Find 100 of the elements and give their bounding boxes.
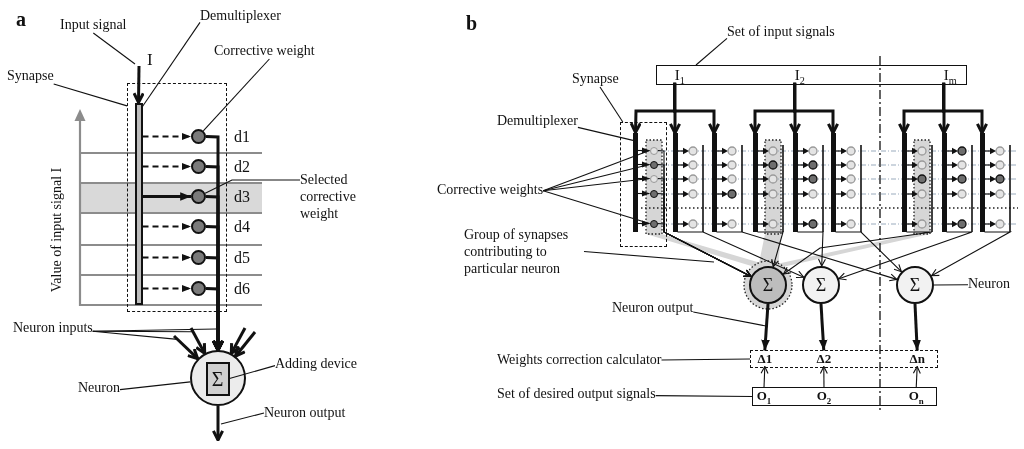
arrow: [818, 303, 828, 351]
demultiplexer-bar: [633, 132, 638, 232]
signal-label: O$_{2}$: [816, 387, 832, 404]
weight-circle: [191, 129, 206, 144]
synapse-frame: [620, 122, 667, 247]
signal-label: I$_{1}$: [674, 66, 685, 83]
weight-circle: [649, 146, 658, 155]
leader-line: [695, 37, 728, 66]
callout-label: Demultiplexer: [497, 113, 578, 129]
callout-label: Corrective weights: [437, 182, 544, 198]
signal-label: I$_{2}$: [794, 66, 805, 83]
callout-label: Set of desired output signals: [497, 386, 656, 402]
arrow: [205, 287, 225, 352]
callout-label: Synapse: [572, 71, 619, 87]
callout-label: Neuron: [968, 276, 1010, 292]
callout-label: Neuron: [78, 380, 120, 396]
demultiplexer-bar: [941, 133, 947, 232]
callout-label: Neuron output: [612, 300, 694, 316]
arrow: [142, 192, 191, 201]
signal-label: I$_{m}$: [943, 66, 957, 83]
leader-line: [228, 365, 276, 380]
leader-line: [933, 284, 969, 286]
arrow: [942, 82, 989, 135]
summing-block: Σ: [205, 361, 230, 396]
signal-label: O$_{n}$: [908, 387, 924, 404]
arrow: [141, 162, 192, 171]
arrow: [761, 303, 770, 351]
arrow: [637, 190, 651, 197]
callout-label: Corrective weight: [214, 43, 315, 59]
arrow: [838, 231, 973, 281]
arrow: [141, 132, 192, 141]
synapse-frame: [127, 83, 227, 312]
delta-label: Δ2: [816, 350, 832, 367]
demultiplexer-bar: [792, 133, 798, 232]
callout-label: Demultiplexer: [200, 8, 281, 24]
demultiplexer-bar: [901, 133, 907, 232]
signal-label: O$_{1}$: [756, 387, 772, 404]
demultiplexer-bar: [979, 133, 985, 232]
arrow: [793, 82, 840, 135]
leader-line: [202, 58, 270, 132]
arrow: [132, 65, 145, 104]
leader-line: [92, 32, 136, 65]
callout-label: Weights correction calculator: [497, 352, 662, 368]
callout-label: Adding device: [275, 356, 358, 372]
leader-line: [204, 179, 301, 194]
output-frame: [752, 387, 937, 406]
arrow: [756, 231, 784, 268]
arrow: [234, 331, 257, 358]
callout-label: Neuron output: [264, 405, 346, 421]
leader-line: [692, 311, 767, 327]
callout-label: Selected corrective weight: [300, 171, 380, 222]
neuron-circle: Σ: [802, 266, 840, 304]
leader-line: [119, 381, 191, 391]
axis-label: Value of input signal I: [49, 167, 65, 293]
weight-circle: [191, 250, 206, 265]
arrow: [819, 365, 828, 389]
arrow: [931, 231, 1013, 277]
row-label: d2: [234, 157, 250, 177]
leader-line: [660, 358, 751, 361]
arrow: [141, 253, 192, 262]
arrow: [715, 231, 898, 282]
arrow: [229, 327, 247, 355]
leader-line: [577, 126, 634, 141]
demultiplexer-bar: [711, 133, 717, 232]
leader-line: [599, 86, 624, 123]
arrow: [796, 231, 826, 267]
leader-line: [655, 395, 753, 398]
signal-frame: [656, 65, 967, 85]
leader-line: [53, 83, 128, 107]
row-label: d6: [234, 279, 250, 299]
demultiplexer-bar: [134, 102, 143, 305]
panel-letter: a: [16, 8, 26, 30]
arrow: [912, 303, 921, 351]
callout-label: Group of synapses contributing to particular neuron: [464, 226, 584, 277]
arrow: [189, 327, 207, 355]
leader-line: [583, 250, 715, 263]
arrow: [637, 161, 651, 168]
arrow: [782, 231, 933, 275]
callout-label: Neuron inputs: [13, 320, 93, 336]
correction-frame: [750, 350, 938, 368]
arrow: [912, 365, 921, 389]
arrow: [673, 82, 721, 135]
row-label: d4: [234, 217, 250, 237]
leader-line: [141, 21, 201, 108]
demultiplexer-bar: [672, 133, 678, 232]
neuron-circle: [190, 350, 246, 406]
arrow: [637, 220, 651, 227]
delta-label: Δ1: [757, 350, 773, 367]
arrow: [760, 365, 769, 389]
arrow: [211, 406, 225, 442]
arrow: [676, 231, 805, 279]
arrow: [141, 222, 192, 231]
delta-label: Δn: [909, 350, 925, 367]
arrow: [172, 334, 200, 361]
row-label: d1: [234, 127, 250, 147]
demultiplexer-bar: [752, 133, 758, 232]
weight-circle: [649, 174, 658, 183]
arrow: [637, 175, 651, 182]
arrow: [637, 147, 651, 154]
callout-label: Synapse: [7, 68, 54, 84]
